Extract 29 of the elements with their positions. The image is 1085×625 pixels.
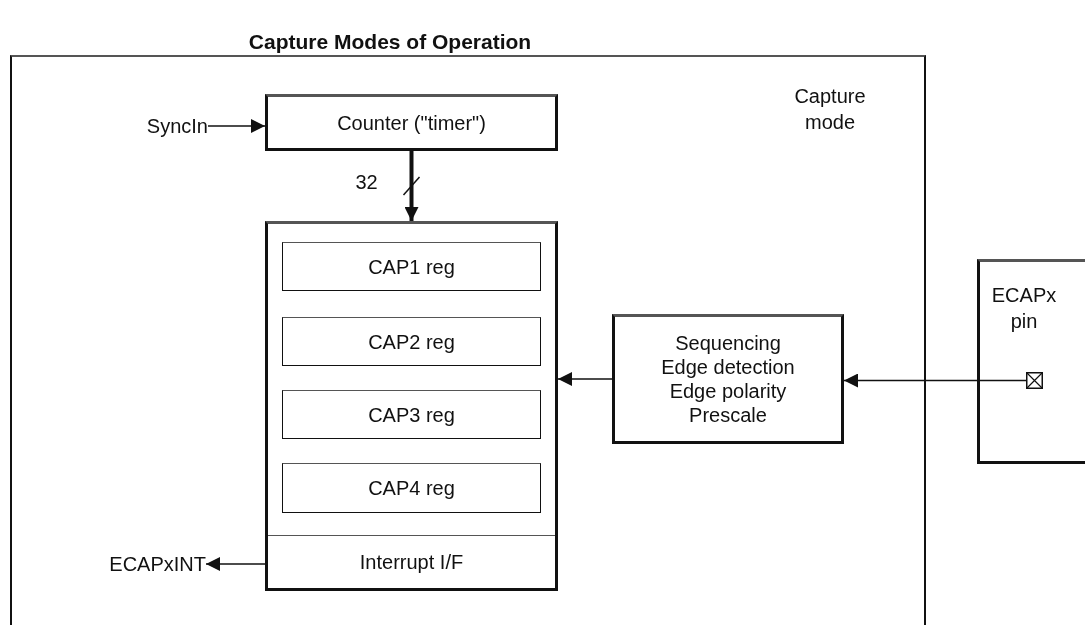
- block-label: CAP1 reg: [368, 254, 455, 279]
- block-label: CAP3 reg: [368, 402, 455, 427]
- arrow: [843, 373, 1027, 388]
- block-box: [612, 314, 844, 444]
- arrow: [404, 151, 419, 221]
- arrow: [207, 119, 266, 133]
- pin-symbol: [1026, 372, 1043, 389]
- block-label: CAP2 reg: [368, 329, 455, 354]
- block-box: [265, 94, 558, 151]
- block-label: Prescale: [689, 403, 767, 427]
- register-block: [265, 221, 558, 591]
- block-box: [282, 390, 541, 439]
- pin-box: [977, 259, 1085, 464]
- block-label: CAP4 reg: [368, 476, 455, 500]
- module-frame: [10, 55, 926, 625]
- block-box: [282, 317, 541, 366]
- block-box: [282, 242, 541, 291]
- signal-name: ECAPxINT: [109, 552, 206, 576]
- pin-label: ECAPx pin: [990, 283, 1058, 334]
- diagram-title: Capture Modes of Operation: [247, 30, 533, 54]
- block-box: [282, 463, 541, 513]
- signal-name: SyncIn: [146, 114, 208, 138]
- block-label: Edge polarity: [669, 379, 787, 403]
- block-label: Edge detection: [661, 355, 795, 379]
- block-label: Counter ("timer"): [337, 110, 486, 135]
- block-label: Interrupt I/F: [359, 550, 464, 574]
- module-label: Capture mode: [793, 84, 867, 135]
- block-label: Sequencing: [675, 331, 781, 355]
- arrow: [557, 372, 613, 386]
